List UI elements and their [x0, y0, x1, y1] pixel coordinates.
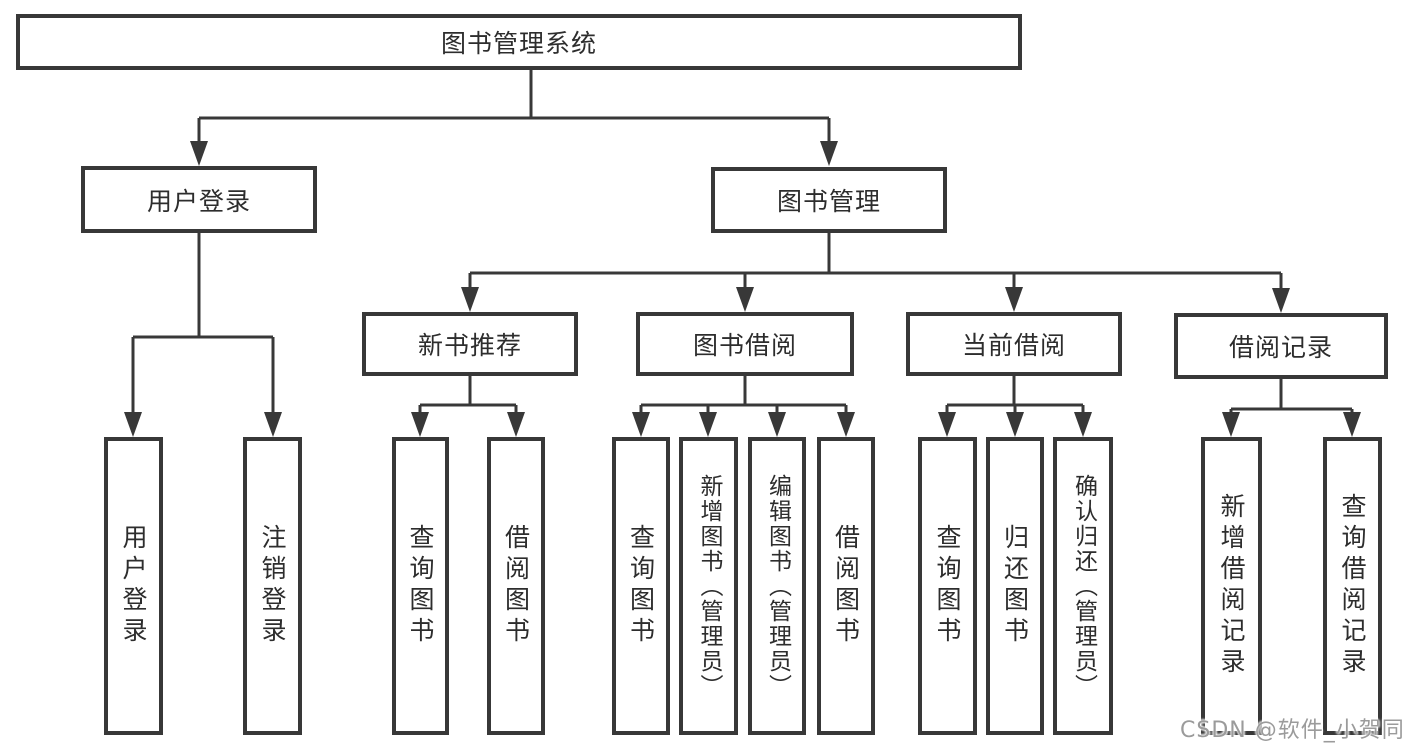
node-user-login: 用户登录 [81, 166, 317, 233]
leaf-label: 注销登录 [258, 524, 287, 648]
node-borrowing-records: 借阅记录 [1174, 313, 1388, 379]
node-library-management-system: 图书管理系统 [16, 14, 1022, 70]
leaf-add-books-admin: 新增图书（管理员） [679, 437, 738, 735]
leaf-logout: 注销登录 [243, 437, 302, 735]
leaf-label: 归还图书 [1000, 524, 1030, 648]
node-book-management: 图书管理 [711, 167, 947, 233]
leaf-label: 查询图书 [933, 524, 962, 648]
watermark-csdn: CSDN @软件_小贺同学 [1180, 718, 1405, 743]
arrowhead-icons [124, 141, 1361, 437]
leaf-edit-books-admin: 编辑图书（管理员） [748, 437, 806, 735]
leaf-add-borrow-record: 新增借阅记录 [1201, 437, 1262, 735]
leaf-label: 借阅图书 [831, 524, 861, 648]
node-current-borrowing: 当前借阅 [906, 312, 1122, 376]
leaf-label: 查询借阅记录 [1338, 493, 1367, 679]
leaf-label: 编辑图书（管理员） [764, 473, 791, 699]
leaf-query-books-3: 查询图书 [918, 437, 977, 735]
leaf-confirm-return-admin: 确认归还（管理员） [1053, 437, 1113, 735]
leaf-borrow-books-2: 借阅图书 [817, 437, 875, 735]
leaf-label: 借阅图书 [501, 524, 531, 648]
leaf-label: 新增借阅记录 [1217, 493, 1246, 679]
leaf-query-borrow-record: 查询借阅记录 [1323, 437, 1382, 735]
node-new-book-recommendation: 新书推荐 [362, 312, 578, 376]
leaf-label: 查询图书 [626, 524, 656, 648]
leaf-borrow-books: 借阅图书 [487, 437, 545, 735]
leaf-return-books: 归还图书 [986, 437, 1044, 735]
leaf-label: 用户登录 [119, 524, 148, 648]
leaf-query-books-2: 查询图书 [612, 437, 670, 735]
leaf-label: 确认归还（管理员） [1070, 473, 1097, 699]
leaf-query-books: 查询图书 [392, 437, 449, 735]
leaf-label: 查询图书 [406, 524, 435, 648]
leaf-user-login: 用户登录 [104, 437, 163, 735]
leaf-label: 新增图书（管理员） [696, 473, 722, 699]
node-book-borrowing: 图书借阅 [636, 312, 854, 376]
